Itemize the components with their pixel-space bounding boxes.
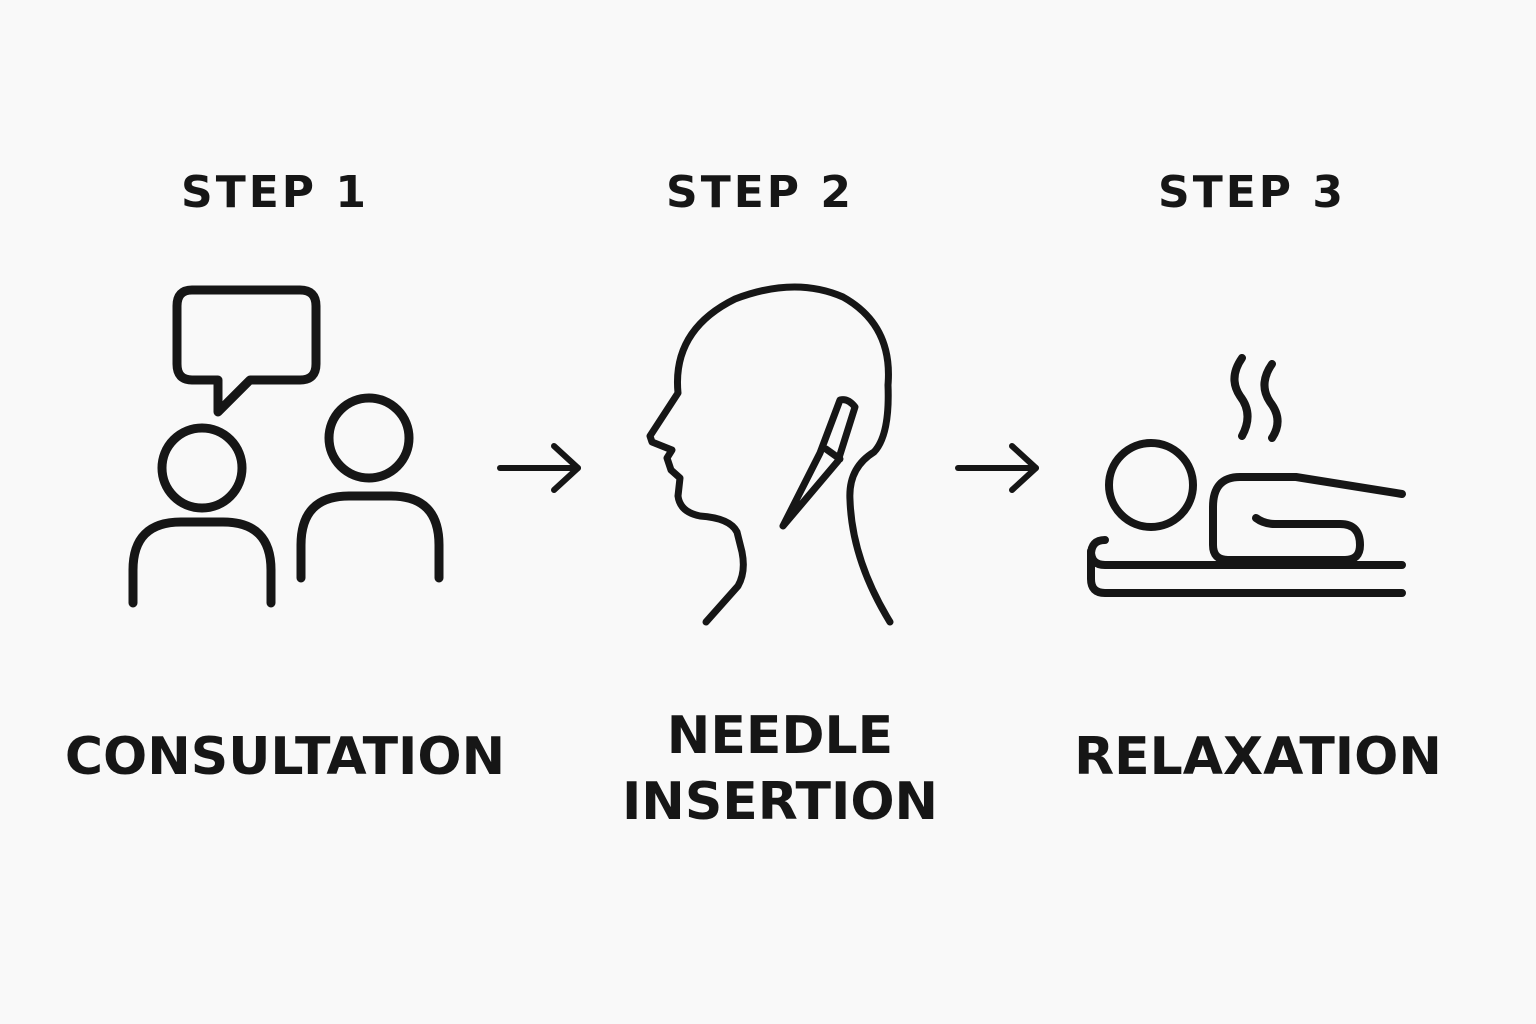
person-right-head (324, 393, 414, 483)
head-profile (646, 283, 894, 626)
needle-insertion-icon (646, 283, 894, 626)
steam-icon (1230, 354, 1252, 440)
resting-person-body (1209, 473, 1406, 564)
resting-person-head (1105, 439, 1197, 531)
step-1-label: STEP 1 (181, 167, 369, 218)
step-1-title: CONSULTATION (64, 727, 506, 787)
arrow-right-icon (497, 443, 581, 493)
step-3-title: RELAXATION (1074, 727, 1442, 787)
step-3-label: STEP 3 (1158, 167, 1346, 218)
step-2-title: NEEDLE INSERTION (621, 706, 939, 832)
person-left-head (157, 423, 247, 513)
person-left-body (128, 517, 276, 608)
arrow-right-icon (955, 443, 1039, 493)
steam-icon (1260, 360, 1282, 442)
speech-bubble-icon (172, 285, 321, 417)
relaxation-icon (1087, 354, 1406, 597)
needle (779, 396, 859, 530)
consultation-icon (128, 285, 444, 608)
massage-mat (1087, 536, 1406, 597)
person-right-body (296, 491, 444, 583)
step-2-label: STEP 2 (666, 167, 854, 218)
needle-grip (822, 445, 844, 463)
